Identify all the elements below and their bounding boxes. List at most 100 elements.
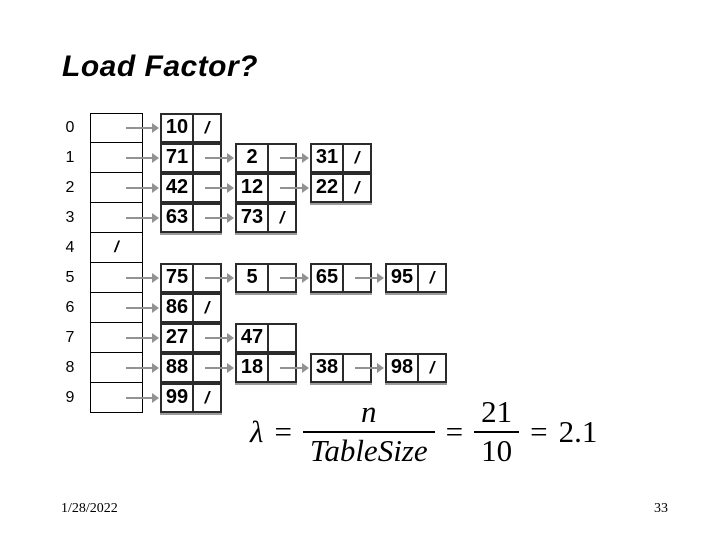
node-value: 99	[162, 385, 194, 411]
bucket-cell	[90, 233, 143, 263]
pointer-arrow-head	[302, 183, 309, 193]
node-value: 31	[312, 145, 344, 171]
pointer-arrow-line	[205, 157, 227, 159]
node-value: 88	[162, 355, 194, 381]
node-value: 63	[162, 205, 194, 231]
pointer-arrow-line	[126, 307, 152, 309]
chain-node: 27	[160, 323, 222, 353]
pointer-arrow-line	[280, 157, 302, 159]
formula-result: 2.1	[558, 414, 598, 449]
bucket-index-label: 9	[65, 389, 75, 406]
chain-node: 95 /	[385, 263, 447, 293]
node-value: 98	[387, 355, 419, 381]
chain-node: 99 /	[160, 383, 222, 413]
pointer-arrow-line	[280, 277, 302, 279]
equals-sign: =	[274, 414, 292, 449]
node-null-slash: /	[279, 208, 285, 227]
pointer-arrow-line	[355, 367, 377, 369]
pointer-arrow-head	[377, 363, 384, 373]
pointer-arrow-head	[227, 273, 234, 283]
pointer-arrow-head	[227, 363, 234, 373]
node-pointer-cell	[269, 325, 295, 351]
slide-title: Load Factor?	[62, 50, 259, 83]
bucket-index-label: 8	[65, 359, 75, 376]
lambda-symbol: λ	[250, 414, 264, 449]
node-value: 47	[237, 325, 269, 351]
chain-node: 47	[235, 323, 297, 353]
node-value: 10	[162, 115, 194, 141]
node-value: 38	[312, 355, 344, 381]
equals-sign: =	[530, 414, 548, 449]
slide-number: 33	[654, 501, 668, 516]
pointer-arrow-head	[377, 273, 384, 283]
pointer-arrow-line	[205, 337, 227, 339]
chain-node: 10 /	[160, 113, 222, 143]
node-value: 42	[162, 175, 194, 201]
chain-node: 18	[235, 353, 297, 383]
pointer-arrow-head	[302, 273, 309, 283]
pointer-arrow-line	[205, 367, 227, 369]
pointer-arrow-head	[152, 123, 159, 133]
node-null-slash: /	[429, 268, 435, 287]
pointer-arrow-head	[152, 183, 159, 193]
chain-node: 65	[310, 263, 372, 293]
bucket-index-label: 6	[65, 299, 75, 316]
node-value: 27	[162, 325, 194, 351]
pointer-arrow-line	[205, 217, 227, 219]
equals-sign: =	[445, 414, 464, 449]
chain-node: 98 /	[385, 353, 447, 383]
pointer-arrow-head	[227, 153, 234, 163]
node-null-slash: /	[354, 148, 360, 167]
pointer-arrow-head	[152, 393, 159, 403]
pointer-arrow-head	[152, 213, 159, 223]
bucket-index-label: 3	[65, 209, 75, 226]
pointer-arrow-line	[280, 367, 302, 369]
pointer-arrow-line	[126, 337, 152, 339]
load-factor-formula: λ = n TableSize = 21 10 = 2.1	[250, 390, 597, 474]
node-null-slash: /	[204, 298, 210, 317]
node-value: 2	[237, 145, 269, 171]
fraction-21-over-10: 21 10	[474, 394, 520, 467]
node-value: 71	[162, 145, 194, 171]
fraction-numerator: 21	[481, 394, 513, 430]
node-value: 5	[237, 265, 269, 291]
node-value: 65	[312, 265, 344, 291]
node-value: 12	[237, 175, 269, 201]
pointer-arrow-head	[302, 363, 309, 373]
fraction-denominator: TableSize	[309, 433, 428, 468]
node-value: 75	[162, 265, 194, 291]
pointer-arrow-line	[205, 187, 227, 189]
node-null-slash: /	[204, 118, 210, 137]
node-null-slash: /	[429, 358, 435, 377]
pointer-arrow-line	[355, 277, 377, 279]
node-value: 22	[312, 175, 344, 201]
footer-date: 1/28/2022	[61, 501, 118, 516]
node-value: 18	[237, 355, 269, 381]
pointer-arrow-line	[205, 277, 227, 279]
node-null-slash: /	[354, 178, 360, 197]
pointer-arrow-line	[126, 187, 152, 189]
pointer-arrow-head	[152, 303, 159, 313]
chain-node: 73 /	[235, 203, 297, 233]
pointer-arrow-head	[152, 153, 159, 163]
node-value: 95	[387, 265, 419, 291]
node-value: 73	[237, 205, 269, 231]
node-null-slash: /	[204, 388, 210, 407]
pointer-arrow-head	[302, 153, 309, 163]
pointer-arrow-line	[280, 187, 302, 189]
fraction-bar	[302, 431, 435, 433]
bucket-cell	[90, 263, 143, 293]
chain-node: 31 /	[310, 143, 372, 173]
chain-node: 22 /	[310, 173, 372, 203]
bucket-index-label: 5	[65, 269, 75, 286]
pointer-arrow-head	[227, 213, 234, 223]
fraction-numerator: n	[361, 394, 377, 430]
bucket-index-label: 7	[65, 329, 75, 346]
pointer-arrow-head	[227, 333, 234, 343]
null-slash: /	[114, 239, 119, 256]
pointer-arrow-line	[126, 397, 152, 399]
pointer-arrow-line	[126, 127, 152, 129]
pointer-arrow-head	[152, 333, 159, 343]
pointer-arrow-line	[126, 367, 152, 369]
